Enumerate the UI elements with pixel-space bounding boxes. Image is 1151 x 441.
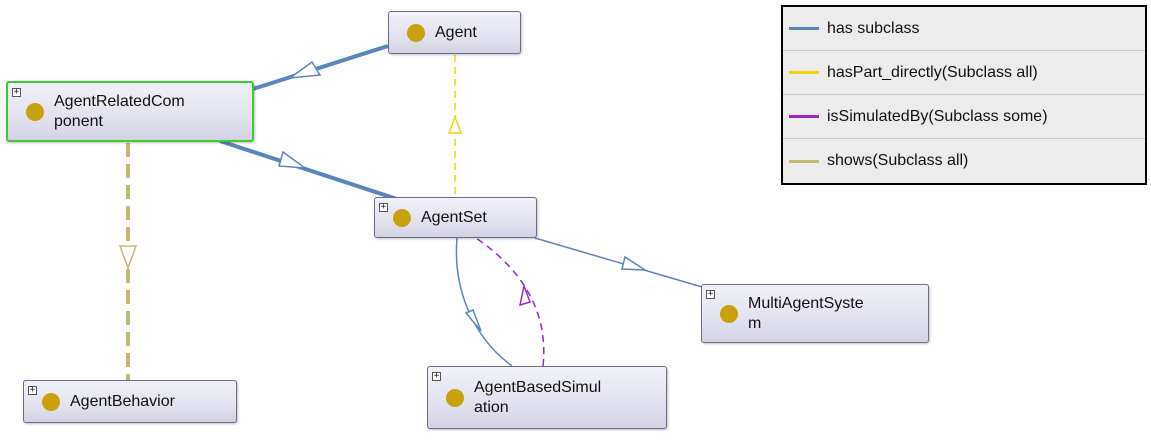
legend-label: hasPart_directly(Subclass all) [827, 63, 1038, 81]
edge-agentbased-agentset [475, 237, 545, 367]
node-label: AgentSet [421, 208, 487, 226]
node-agent[interactable]: Agent [388, 11, 521, 54]
legend-label: isSimulatedBy(Subclass some) [827, 107, 1048, 125]
edge-agentrelated-agent [252, 44, 389, 91]
legend-label: shows(Subclass all) [827, 152, 969, 169]
node-multiagentsystem[interactable]: + MultiAgentSyste m [701, 284, 929, 343]
legend-swatch [789, 159, 819, 163]
node-agentbehavior[interactable]: + AgentBehavior [23, 380, 237, 423]
class-icon [720, 304, 738, 323]
legend: has subclass hasPart_directly(Subclass a… [781, 5, 1147, 185]
legend-swatch [789, 115, 819, 118]
legend-swatch [789, 71, 819, 74]
node-label: AgentBasedSimul ation [474, 378, 602, 416]
expand-icon[interactable]: + [432, 371, 441, 381]
expand-icon[interactable]: + [28, 385, 37, 395]
legend-item-issimulatedby: isSimulatedBy(Subclass some) [783, 95, 1145, 139]
expand-icon[interactable]: + [12, 87, 21, 97]
class-icon [26, 102, 44, 121]
legend-label: has subclass [827, 19, 920, 37]
node-label: MultiAgentSyste m [748, 294, 864, 332]
class-icon [446, 388, 464, 407]
node-agentrelatedcomponent[interactable]: + AgentRelatedCom ponent [6, 81, 254, 142]
class-icon [42, 392, 60, 411]
edge-agentset-multiagent [534, 237, 703, 288]
class-icon [407, 23, 425, 42]
node-label: Agent [435, 23, 477, 41]
legend-item-shows: shows(Subclass all) [783, 139, 1145, 183]
edge-agentrelated-agentbehavior [118, 143, 138, 380]
class-icon [393, 208, 411, 227]
expand-icon[interactable]: + [706, 289, 715, 299]
node-label: AgentBehavior [70, 392, 175, 410]
legend-swatch [789, 27, 819, 30]
edge-agentset-agent [447, 55, 463, 197]
edge-agentset-agentbased [455, 237, 513, 367]
node-agentset[interactable]: + AgentSet [374, 197, 537, 238]
edge-agentrelated-agentset [219, 139, 398, 201]
legend-item-haspart-directly: hasPart_directly(Subclass all) [783, 51, 1145, 95]
legend-item-has-subclass: has subclass [783, 7, 1145, 51]
node-agentbasedsimulation[interactable]: + AgentBasedSimul ation [427, 366, 667, 429]
node-label: AgentRelatedCom ponent [54, 92, 185, 130]
expand-icon[interactable]: + [379, 202, 388, 212]
